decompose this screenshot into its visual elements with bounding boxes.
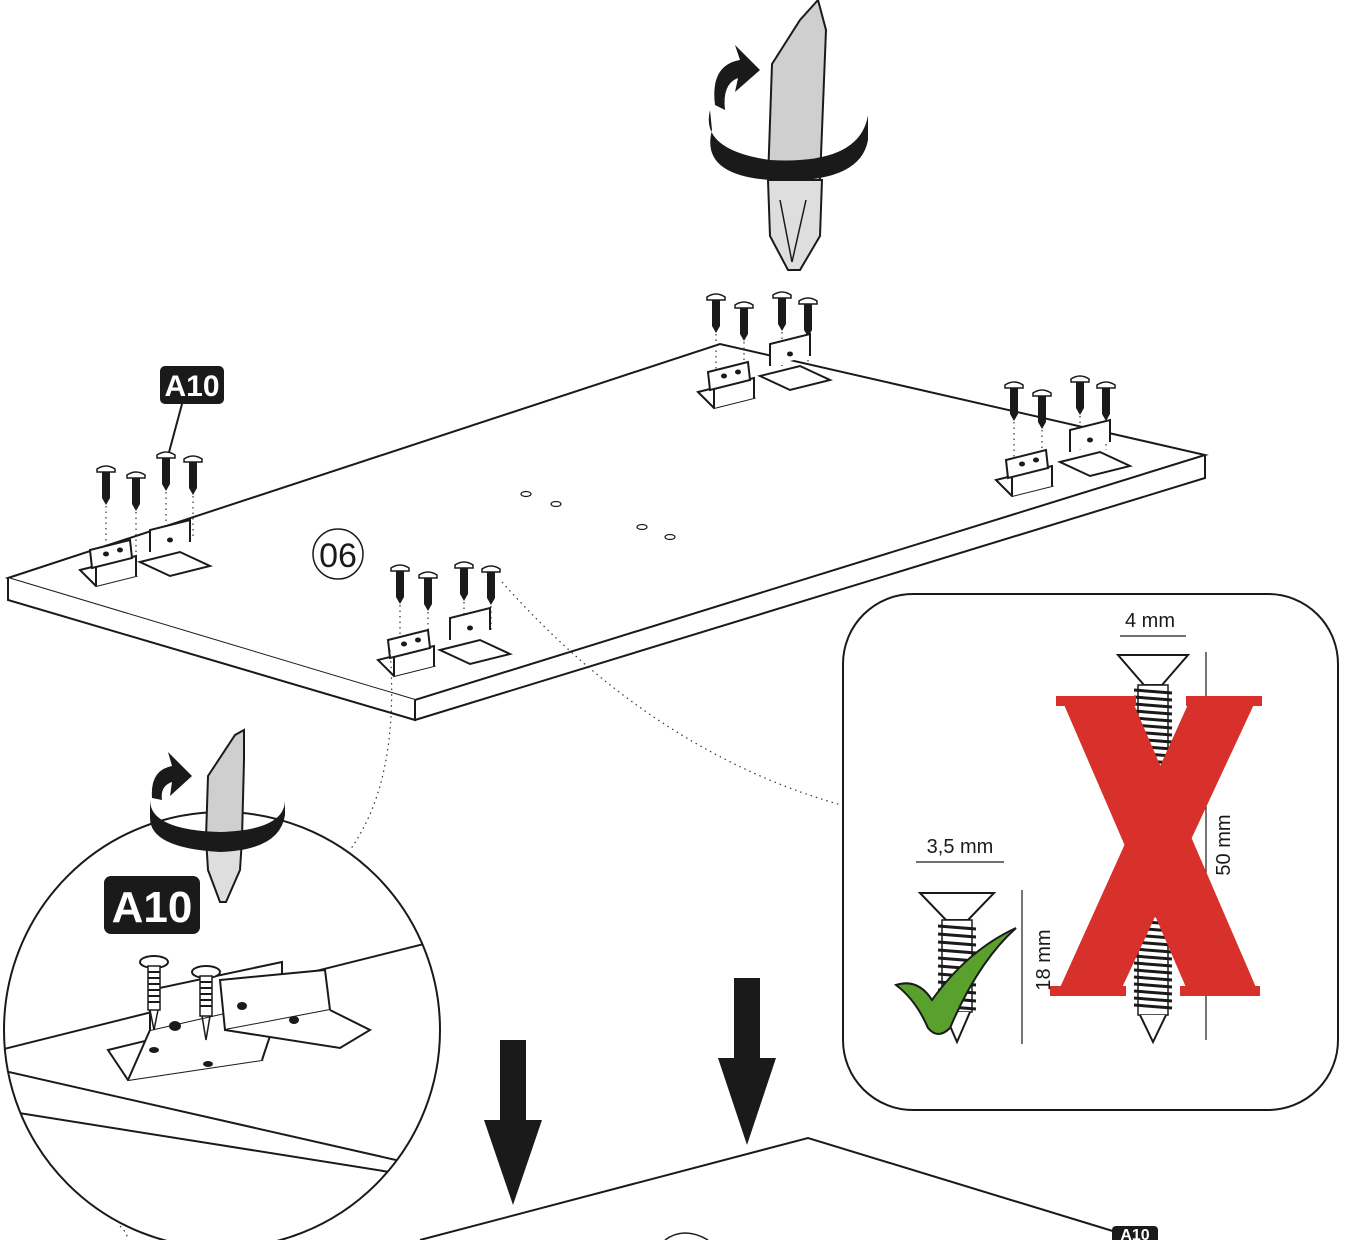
cross-icon [1050, 696, 1262, 996]
svg-text:A10: A10 [1120, 1227, 1149, 1240]
bracket-group-right [995, 375, 1131, 497]
zoom-screw [191, 965, 221, 1041]
down-arrow-icon [484, 1040, 542, 1205]
part-label-a10-next: A10 [1112, 1226, 1158, 1240]
svg-text:A10: A10 [164, 370, 219, 403]
panel-06 [4, 342, 1209, 722]
next-step-panel [119, 1136, 1117, 1240]
panel-number-badge: 06 [312, 528, 364, 580]
zoom-screw [139, 955, 169, 1031]
long-screw-diameter: 4 mm [1125, 610, 1175, 632]
bracket-group-back [697, 291, 831, 409]
screwdriver-icon [204, 728, 245, 903]
rotate-arrow-icon [708, 45, 868, 181]
rotate-arrow-icon [150, 752, 285, 852]
svg-text:06: 06 [319, 537, 357, 575]
bracket-group-front [377, 561, 511, 677]
part-label-a10: A10 [160, 366, 224, 404]
zoom-detail-circle: A10 [3, 728, 441, 1240]
screwdriver-icon [766, 0, 828, 271]
check-icon [893, 927, 1017, 1035]
part-label-a10-zoom: A10 [104, 876, 200, 934]
long-screw-length: 50 mm [1213, 814, 1235, 875]
short-screw-diameter: 3,5 mm [927, 836, 994, 858]
short-screw-length: 18 mm [1033, 929, 1055, 990]
svg-text:A10: A10 [112, 883, 193, 932]
screw-spec-box: 4 mm 50 mm 3,5 mm 18 mm [842, 593, 1339, 1111]
down-arrow-icon [718, 978, 776, 1145]
